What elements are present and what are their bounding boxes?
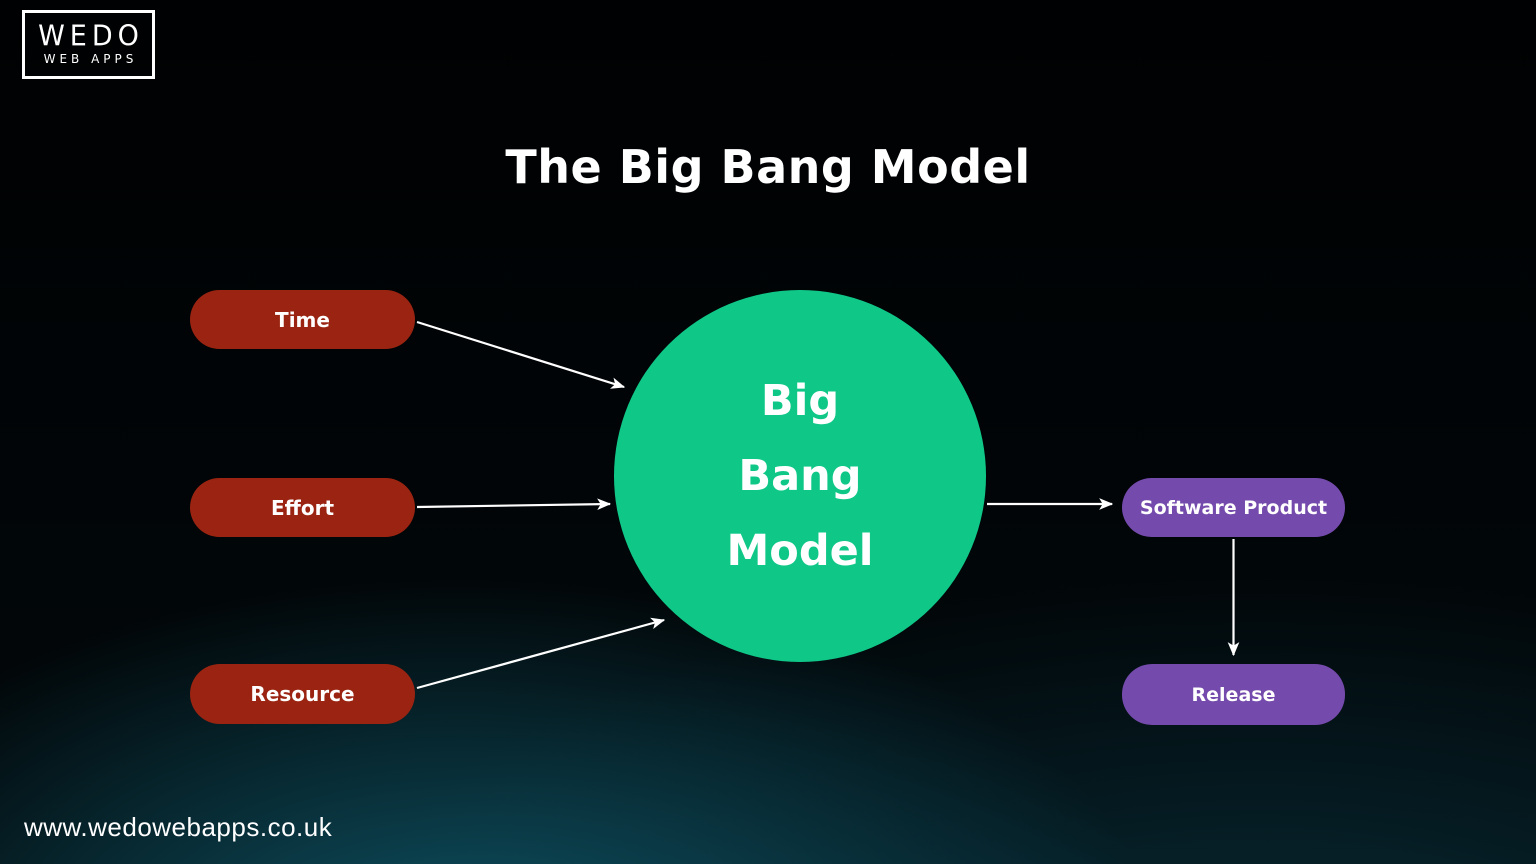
arrow-effort-to-circle <box>416 498 612 511</box>
node-software-product-label: Software Product <box>1139 496 1328 519</box>
website-url: www.wedowebapps.co.uk <box>24 812 333 842</box>
node-big-bang-model: Big Bang Model <box>614 290 986 662</box>
page-title: The Big Bang Model <box>505 140 1031 194</box>
brand-subname: WEB APPS <box>43 52 138 66</box>
arrow-resource-to-circle <box>416 617 666 690</box>
circle-label-line-2: Bang <box>738 450 862 501</box>
node-release-label: Release <box>1191 683 1276 706</box>
node-big-bang-model-label: Big Bang Model <box>726 364 873 589</box>
node-resource-label: Resource <box>250 682 355 706</box>
circle-label-line-3: Model <box>726 525 874 576</box>
circle-label-line-1: Big <box>760 375 840 426</box>
node-resource: Resource <box>190 664 415 724</box>
node-release: Release <box>1122 664 1345 725</box>
brand-name: WEDO <box>38 20 144 53</box>
node-time: Time <box>190 290 415 349</box>
node-effort: Effort <box>190 478 415 537</box>
node-effort-label: Effort <box>270 495 335 520</box>
brand-logo: WEDO WEB APPS <box>22 10 155 79</box>
arrow-time-to-circle <box>416 320 626 389</box>
node-time-label: Time <box>275 307 330 332</box>
node-software-product: Software Product <box>1122 478 1345 537</box>
